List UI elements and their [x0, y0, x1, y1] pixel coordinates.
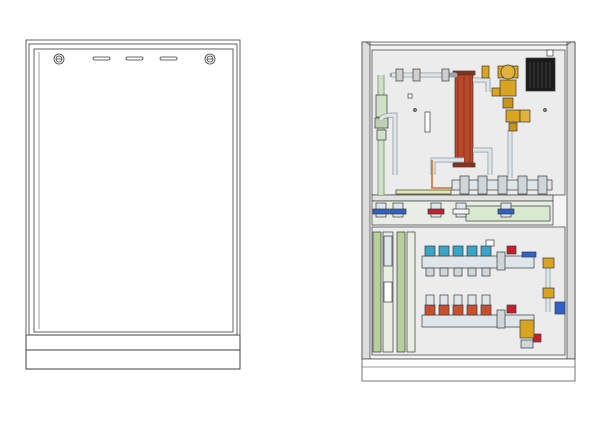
cabinet-frame	[25, 39, 241, 370]
door-lock-icon	[204, 53, 216, 65]
vent-slot	[92, 56, 111, 61]
cabinet-door	[33, 48, 234, 333]
cabinet-base	[25, 349, 241, 370]
mixing-valve	[491, 64, 519, 109]
safety-valve	[505, 109, 531, 132]
pipe-union	[481, 65, 490, 79]
din-rail	[372, 231, 394, 353]
din-rail	[396, 231, 416, 353]
sensor-strip	[395, 189, 452, 195]
pipe-union	[441, 68, 450, 82]
closed-cabinet	[25, 39, 241, 370]
ball-valve-white	[452, 202, 470, 218]
vent-slot	[159, 56, 178, 61]
supply-manifold	[421, 245, 537, 277]
circulation-pump	[525, 57, 556, 92]
return-manifold	[421, 294, 535, 329]
upper-manifold	[451, 175, 553, 195]
pipe-union	[395, 68, 404, 82]
ball-valve-red	[427, 202, 445, 218]
cabinet-side-right	[566, 41, 576, 360]
cabinet-top	[365, 41, 572, 46]
cabinet-side-left	[361, 41, 371, 360]
copper-pipe	[431, 160, 460, 189]
pipe-union	[412, 68, 421, 82]
actuator-box	[485, 239, 495, 247]
pipe-union	[542, 287, 555, 299]
cabinet-base	[361, 358, 576, 382]
ball-valve-blue	[389, 202, 407, 218]
ball-valve-blue	[554, 301, 566, 315]
pipe-union	[542, 257, 555, 269]
ball-valve-blue	[372, 202, 390, 218]
mid-rail	[371, 194, 554, 202]
open-cabinet	[361, 41, 576, 382]
door-lock-icon	[53, 53, 65, 65]
vent-slot	[125, 56, 144, 61]
ball-valve-blue	[497, 202, 515, 218]
